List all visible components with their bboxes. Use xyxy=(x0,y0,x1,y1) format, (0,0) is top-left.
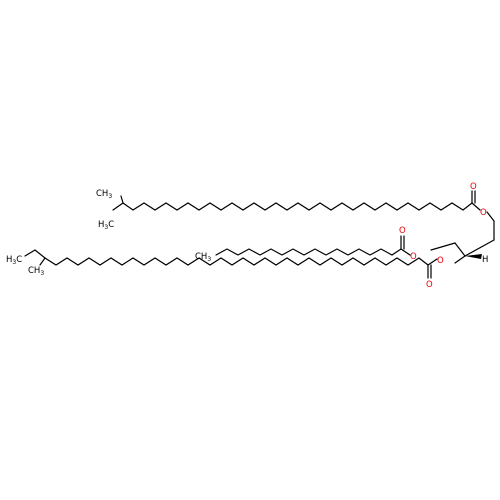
backbone-bond-3 xyxy=(454,242,466,257)
bottom-terminal-methyl-label: H3C xyxy=(6,255,22,266)
middle-acyl-chain xyxy=(215,235,411,256)
atom-labels: H3C CH3 O O CH3 O O H H3C CH3 O O xyxy=(6,182,488,290)
top-terminal-methyl-label: H3C xyxy=(98,220,114,231)
bottom-acyl-chain xyxy=(24,249,438,279)
bottom-chain-bonds xyxy=(44,257,429,266)
top-ester-bond xyxy=(471,202,481,211)
bottom-methyl-bond xyxy=(39,257,46,266)
top-methyl-bond xyxy=(120,195,124,204)
backbone-bond-2 xyxy=(464,239,495,257)
stereo-wedge xyxy=(465,254,482,259)
top-ester-o-c xyxy=(486,211,495,222)
bottom-ester-oxygen: O xyxy=(437,256,444,266)
bottom-branch-methyl-label: CH3 xyxy=(28,266,44,277)
top-acyl-chain xyxy=(112,190,495,222)
middle-ester-oxygen: O xyxy=(410,252,417,262)
backbone-bond-4 xyxy=(430,242,456,251)
middle-chain-bonds xyxy=(215,248,402,256)
backbone-bond-5 xyxy=(454,255,466,264)
middle-ester-bond xyxy=(400,248,411,256)
bottom-carbonyl-oxygen: O xyxy=(426,280,433,290)
middle-carbonyl-oxygen: O xyxy=(399,226,406,236)
top-ester-oxygen: O xyxy=(480,208,487,218)
bottom-ethyl-bond xyxy=(34,249,46,259)
middle-terminal-methyl-label: CH3 xyxy=(195,252,211,263)
top-branch-methyl-label: CH3 xyxy=(96,189,112,200)
bottom-ethyl-bond-2 xyxy=(24,249,36,257)
stereo-hydrogen: H xyxy=(482,255,488,265)
top-chain-bonds xyxy=(122,202,473,211)
bottom-ester-bond xyxy=(427,258,438,266)
glycerol-backbone xyxy=(430,220,495,264)
top-carbonyl-oxygen: O xyxy=(470,182,477,192)
top-branch-bond xyxy=(112,202,124,211)
